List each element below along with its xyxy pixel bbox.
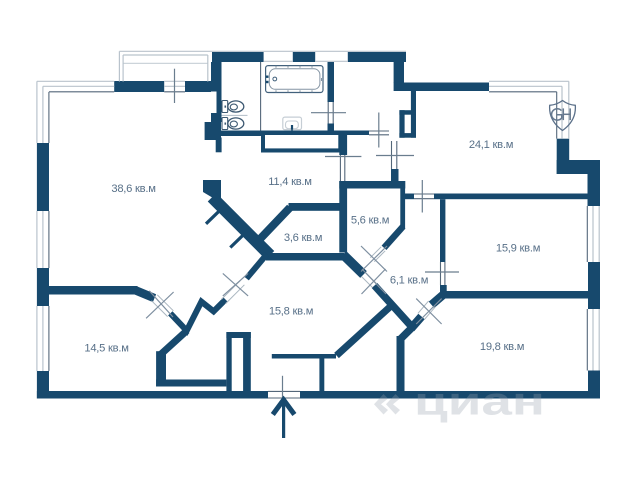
svg-text:5,6 кв.м: 5,6 кв.м (351, 215, 389, 227)
svg-text:циан: циан (414, 379, 545, 423)
svg-text:19,8 кв.м: 19,8 кв.м (480, 341, 524, 353)
svg-text:15,9 кв.м: 15,9 кв.м (496, 243, 540, 255)
svg-text:24,1 кв.м: 24,1 кв.м (469, 139, 513, 151)
svg-text:15,8 кв.м: 15,8 кв.м (269, 306, 313, 318)
svg-text:6,1 кв.м: 6,1 кв.м (390, 275, 428, 287)
svg-text:3,6 кв.м: 3,6 кв.м (284, 232, 322, 244)
svg-text:14,5 кв.м: 14,5 кв.м (84, 343, 128, 355)
svg-text:38,6 кв.м: 38,6 кв.м (111, 183, 155, 195)
svg-text:11,4 кв.м: 11,4 кв.м (268, 176, 311, 188)
